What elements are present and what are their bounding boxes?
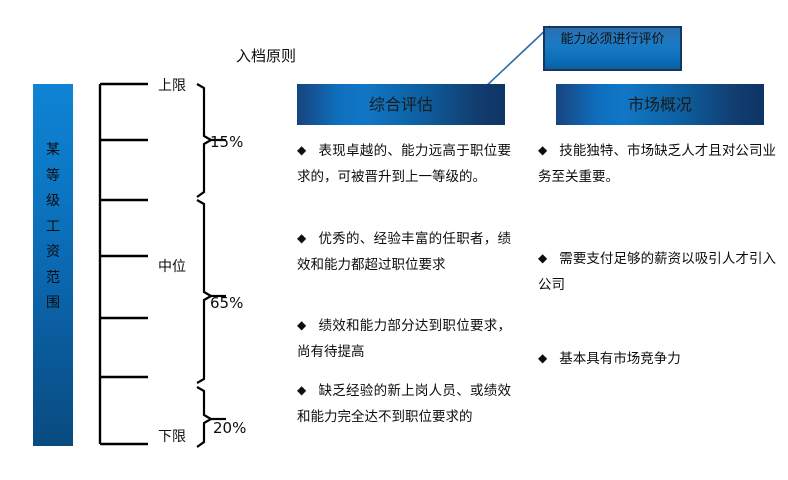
diamond-bullet-icon: ◆ xyxy=(297,231,307,245)
grade-salary-range-bar: 某 等 级 工 资 范 围 xyxy=(33,84,73,446)
list-item: ◆需要支付足够的薪资以吸引人才引入公司 xyxy=(538,246,776,298)
scale-percent-15: 15% xyxy=(210,133,244,151)
diamond-bullet-icon: ◆ xyxy=(538,143,548,157)
list-item: ◆ 基本具有市场竞争力 xyxy=(538,346,776,372)
callout-connector-line xyxy=(481,25,551,91)
diamond-bullet-icon: ◆ xyxy=(538,251,548,265)
entry-principle-label: 入档原则 xyxy=(236,47,297,65)
list-item-text: 表现卓越的、能力远高于职位要求的，可被晋升到上一等级的。 xyxy=(297,143,511,185)
column-header-comprehensive-evaluation: 综合评估 xyxy=(297,84,505,125)
grade-salary-range-label: 某 等 级 工 资 范 围 xyxy=(46,142,60,311)
callout-box-capability-evaluation: 能力必须进行评价 xyxy=(543,26,682,71)
list-item: ◆绩效和能力部分达到职位要求，尚有待提高 xyxy=(297,313,511,365)
list-item-text: 技能独特、市场缺乏人才且对公司业务至关重要。 xyxy=(538,143,776,185)
diamond-bullet-icon: ◆ xyxy=(297,143,307,157)
brace-segment-15 xyxy=(196,83,214,198)
diamond-bullet-icon: ◆ xyxy=(538,351,548,365)
list-item-text: 基本具有市场竞争力 xyxy=(559,351,681,367)
column-header-market-overview: 市场概况 xyxy=(556,84,764,125)
scale-percent-65: 65% xyxy=(210,294,244,312)
diamond-bullet-icon: ◆ xyxy=(297,383,307,397)
scale-label-mid: 中位 xyxy=(158,259,186,275)
list-item: ◆技能独特、市场缺乏人才且对公司业务至关重要。 xyxy=(538,138,776,190)
diamond-bullet-icon: ◆ xyxy=(297,318,307,332)
list-item: ◆优秀的、经验丰富的任职者，绩效和能力都超过职位要求 xyxy=(297,226,511,278)
brace-segment-65 xyxy=(196,199,214,384)
list-item-text: 绩效和能力部分达到职位要求，尚有待提高 xyxy=(297,318,511,360)
salary-scale-ladder xyxy=(98,82,226,448)
list-item: ◆表现卓越的、能力远高于职位要求的，可被晋升到上一等级的。 xyxy=(297,138,511,190)
scale-percent-20: 20% xyxy=(213,419,247,437)
brace-segment-20 xyxy=(196,386,214,448)
list-item: ◆缺乏经验的新上岗人员、或绩效和能力完全达不到职位要求的 xyxy=(297,378,511,430)
scale-label-upper: 上限 xyxy=(158,78,186,94)
list-item-text: 优秀的、经验丰富的任职者，绩效和能力都超过职位要求 xyxy=(297,231,511,273)
list-item-text: 缺乏经验的新上岗人员、或绩效和能力完全达不到职位要求的 xyxy=(297,383,511,425)
scale-label-lower: 下限 xyxy=(158,429,186,445)
list-item-text: 需要支付足够的薪资以吸引人才引入公司 xyxy=(538,251,776,293)
